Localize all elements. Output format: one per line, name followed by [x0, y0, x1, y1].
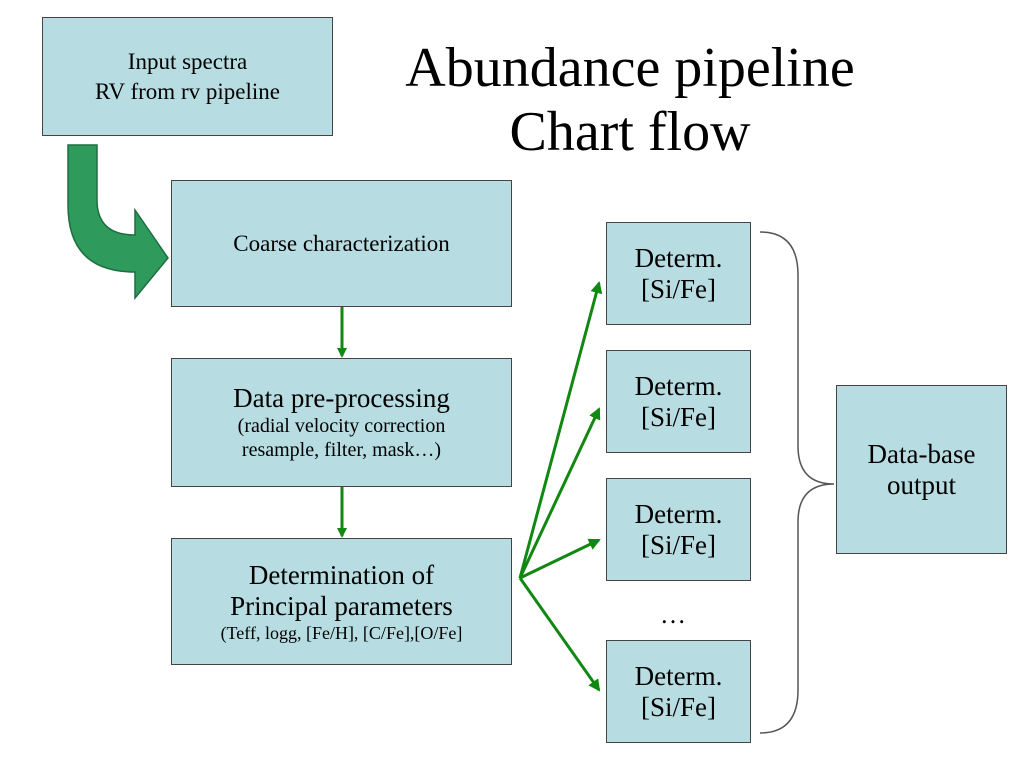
coarse-box-label: Coarse characterization — [233, 230, 450, 256]
determ-box-1: Determ. [Si/Fe] — [606, 222, 751, 325]
principal-line-3: (Teff, logg, [Fe/H], [C/Fe],[O/Fe] — [220, 622, 463, 643]
arrow-to-determ-1 — [518, 281, 603, 579]
title-line-2: Chart flow — [509, 101, 751, 163]
curved-arrow-icon — [67, 144, 169, 301]
input-box-line-1: Input spectra — [127, 48, 248, 74]
output-line-1: Data-base — [867, 438, 976, 469]
data-preprocessing-box: Data pre-processing (radial velocity cor… — [171, 358, 512, 487]
arrow-to-determ-2 — [518, 407, 601, 579]
determ-1-line-1: Determ. — [634, 242, 723, 273]
determ-1-line-2: [Si/Fe] — [640, 273, 716, 304]
determ-4-line-1: Determ. — [634, 660, 723, 691]
ellipsis: … — [660, 600, 686, 629]
principal-line-1: Determination of — [248, 559, 435, 590]
arrow-to-determ-4 — [518, 577, 601, 692]
principal-parameters-box: Determination of Principal parameters (T… — [171, 538, 512, 665]
title-line-1: Abundance pipeline — [405, 37, 855, 99]
preprocessing-line-3: resample, filter, mask…) — [241, 439, 442, 461]
determ-3-line-2: [Si/Fe] — [640, 529, 716, 560]
preprocessing-line-2: (radial velocity correction — [237, 415, 446, 437]
principal-line-2: Principal parameters — [230, 590, 453, 621]
determ-2-line-1: Determ. — [634, 370, 723, 401]
determ-2-line-2: [Si/Fe] — [640, 401, 716, 432]
input-spectra-box: Input spectra RV from rv pipeline — [42, 17, 333, 136]
page-title: Abundance pipeline Chart flow — [330, 36, 930, 164]
preprocessing-line-1: Data pre-processing — [233, 383, 450, 413]
determ-3-line-1: Determ. — [634, 498, 723, 529]
grouping-brace — [759, 231, 835, 734]
determ-box-2: Determ. [Si/Fe] — [606, 350, 751, 453]
determ-4-line-2: [Si/Fe] — [640, 691, 716, 722]
input-box-line-2: RV from rv pipeline — [95, 78, 280, 104]
determ-box-3: Determ. [Si/Fe] — [606, 478, 751, 581]
database-output-box: Data-base output — [836, 385, 1007, 554]
coarse-characterization-box: Coarse characterization — [171, 180, 512, 307]
arrow-to-determ-3 — [519, 538, 601, 580]
output-line-2: output — [886, 469, 956, 500]
determ-box-4: Determ. [Si/Fe] — [606, 640, 751, 743]
